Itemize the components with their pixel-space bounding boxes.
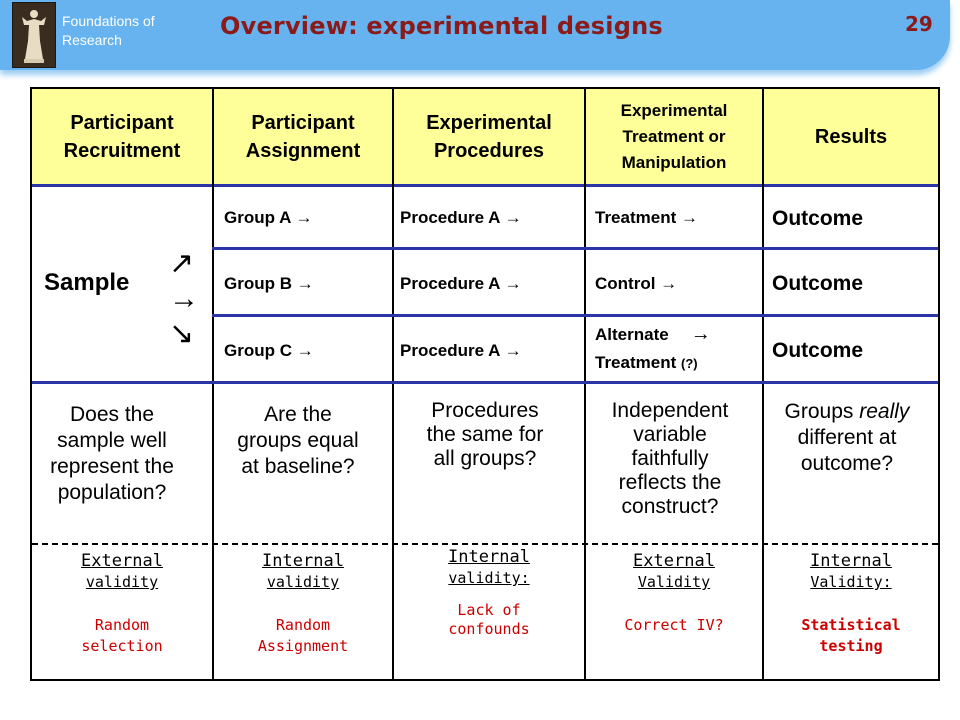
slide-title: Overview: experimental designs (220, 12, 663, 40)
header-results: Results (814, 125, 888, 148)
row-divider (212, 247, 938, 250)
row-divider (32, 381, 938, 384)
validity-internal-procedures: Internal validity: (448, 547, 530, 587)
control-cell: Control → (595, 274, 678, 293)
right-arrow-icon: → (504, 274, 522, 293)
validity-external-treatment: External Validity (633, 551, 715, 591)
page-number: 29 (905, 12, 933, 36)
right-arrow-icon: → (504, 208, 522, 227)
right-arrow-icon: → (295, 208, 313, 227)
validity-internal-results: Internal Validity: (810, 551, 892, 591)
procedure-a-cell: Procedure A → (400, 341, 522, 360)
arrow-up-right-icon: ↗ (169, 247, 195, 280)
procedure-a-cell: Procedure A → (400, 274, 522, 293)
outcome-cell: Outcome (772, 207, 864, 230)
group-b-cell: Group B → (224, 274, 314, 293)
outcome-cell: Outcome (772, 339, 864, 362)
sample-label: Sample (44, 269, 130, 296)
right-arrow-icon: → (504, 341, 522, 360)
column-divider (584, 89, 586, 679)
validity-external-random-selection: External validity (81, 551, 163, 591)
group-a-cell: Group A → (224, 208, 313, 227)
org-line-2: Research (62, 32, 122, 48)
validity-internal-assignment: Internal validity (262, 551, 344, 591)
alternate-treatment-cell: Alternate→ Treatment (?) (595, 323, 711, 372)
organization-name: Foundations of Research (62, 12, 155, 50)
right-arrow-icon: → (296, 341, 314, 360)
table-header-row (32, 89, 938, 187)
outcome-cell: Outcome (772, 272, 864, 295)
treatment-cell: Treatment → (595, 208, 698, 227)
org-line-1: Foundations of (62, 13, 155, 29)
group-c-cell: Group C → (224, 341, 314, 360)
right-arrow-icon: → (680, 208, 698, 227)
right-arrow-icon: → (660, 274, 678, 293)
column-divider (762, 89, 764, 679)
column-divider (392, 89, 394, 679)
title-banner (0, 0, 950, 70)
statue-logo-icon (12, 2, 56, 68)
arrow-right-icon: → (169, 282, 199, 315)
procedure-a-cell: Procedure A → (400, 208, 522, 227)
right-arrow-icon: → (690, 323, 711, 345)
validity-divider (32, 543, 938, 545)
note-correct-iv: Correct IV? (624, 616, 724, 634)
row-divider (212, 314, 938, 317)
arrow-down-right-icon: ↘ (169, 317, 195, 350)
column-divider (212, 89, 214, 679)
right-arrow-icon: → (296, 274, 314, 293)
